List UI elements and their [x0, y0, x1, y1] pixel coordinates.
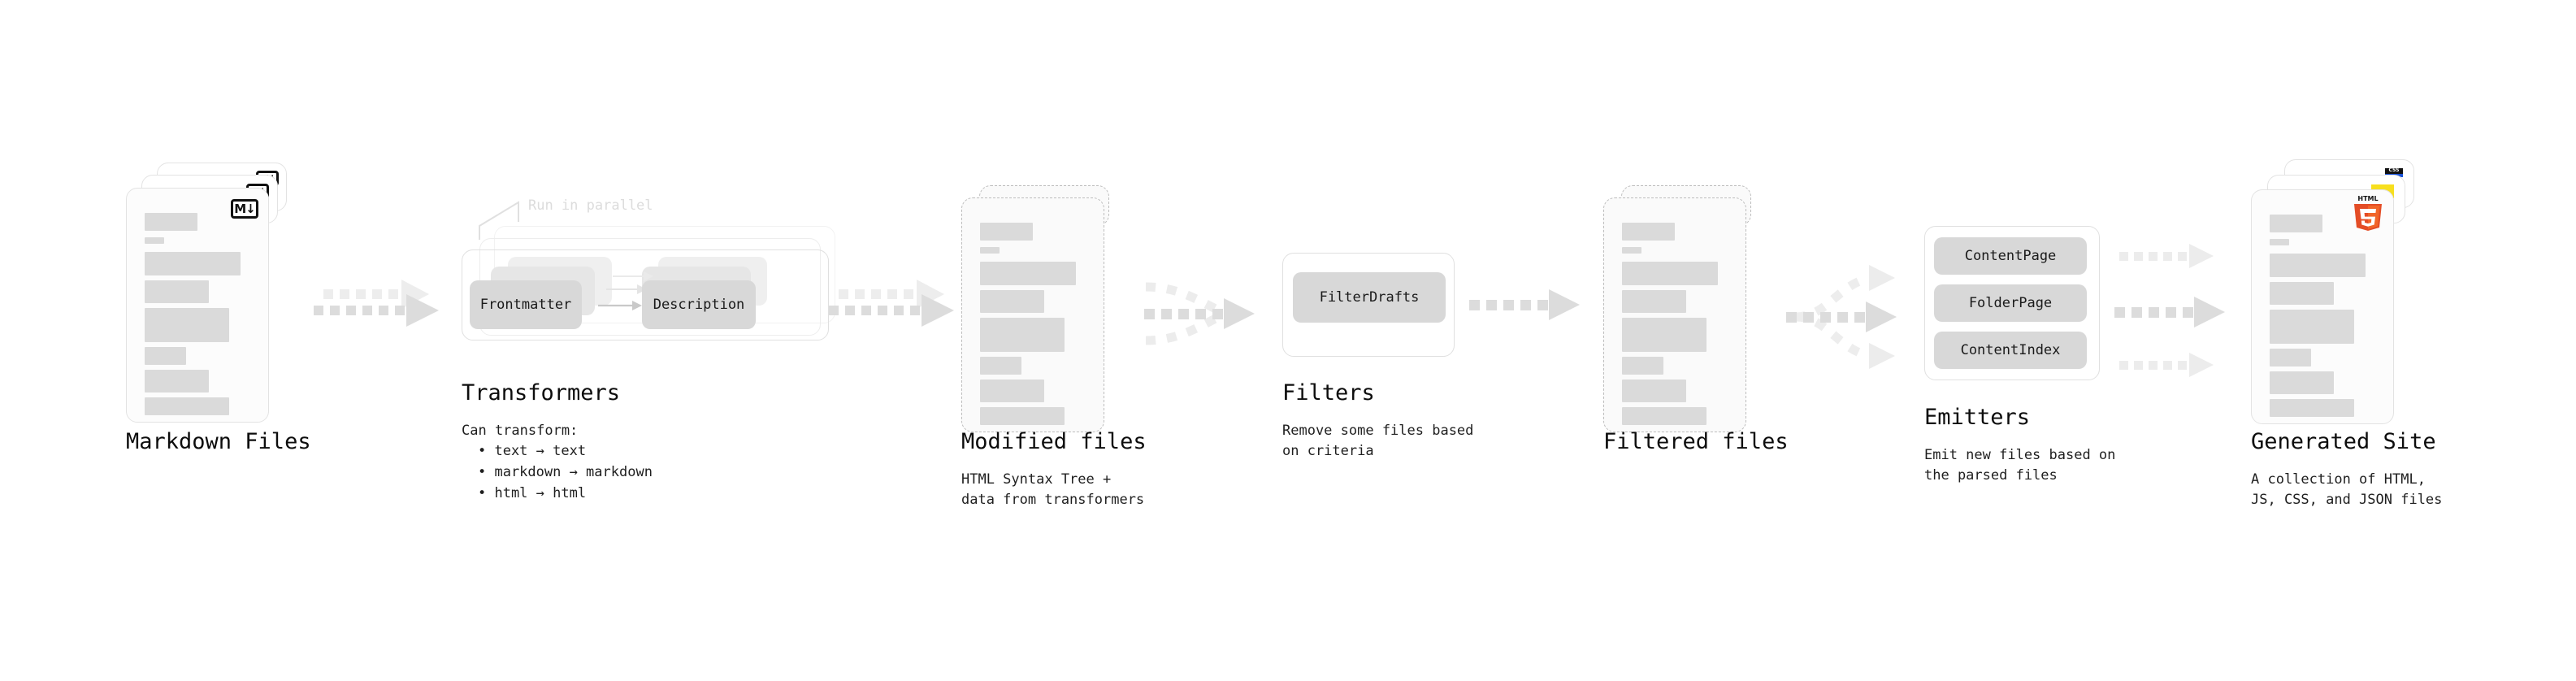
parallel-bracket	[478, 199, 535, 247]
stage-subtitle-emitters: Emit new files based on the parsed files	[1924, 447, 2116, 484]
stage-title-markdown-files: Markdown Files	[126, 429, 311, 454]
emitter-chip-folderpage[interactable]: FolderPage	[1934, 284, 2087, 322]
markdown-icon: M↓	[231, 199, 258, 219]
stage-title-transformers: Transformers	[462, 380, 621, 406]
flow-transformers-to-modified	[826, 276, 972, 349]
run-in-parallel-label: Run in parallel	[528, 197, 653, 214]
emitters-box	[1924, 226, 2100, 380]
flow-modified-to-filters	[1143, 272, 1273, 362]
transformer-inner-arrow-ghost	[613, 270, 657, 286]
markdown-file-sheet-front: M↓	[126, 188, 269, 423]
modified-file-sheet-front	[961, 197, 1104, 432]
css-icon: CSS	[2385, 168, 2403, 177]
generated-site-card-stack: CSS HTML	[2251, 159, 2438, 427]
modified-file-content	[962, 198, 1104, 432]
filtered-file-content	[1604, 198, 1746, 432]
flow-filtered-to-emitters	[1785, 244, 1939, 390]
transformers-bullet-markdown: • markdown → markdown	[478, 464, 653, 480]
stage-subtitle-filters: Remove some files based on criteria	[1282, 423, 1474, 459]
css-icon-label: CSS	[2385, 168, 2403, 174]
html5-icon: HTML	[2351, 193, 2385, 232]
filter-chip-filterdrafts[interactable]: FilterDrafts	[1293, 272, 1446, 323]
stage-title-filtered-files: Filtered files	[1603, 429, 1789, 454]
stage-subtitle-modified-files: HTML Syntax Tree + data from transformer…	[961, 471, 1145, 508]
flow-md-to-transformers	[310, 276, 457, 349]
stage-title-generated-site: Generated Site	[2251, 429, 2436, 454]
flow-filters-to-filtered	[1468, 288, 1598, 337]
transformers-bullet-text: • text → text	[478, 443, 587, 459]
stage-title-emitters: Emitters	[1924, 405, 2031, 430]
svg-text:HTML: HTML	[2357, 195, 2378, 202]
stage-title-filters: Filters	[1282, 380, 1375, 406]
filtered-files-card-stack	[1603, 185, 1778, 445]
transformer-chip-description[interactable]: Description	[642, 280, 756, 329]
transformers-box-front	[462, 249, 829, 340]
transformers-bullet-html: • html → html	[478, 485, 587, 501]
filters-box	[1282, 253, 1455, 357]
generated-file-sheet-html: HTML	[2251, 189, 2394, 424]
stage-title-modified-files: Modified files	[961, 429, 1147, 454]
emitter-chip-contentpage[interactable]: ContentPage	[1934, 237, 2087, 275]
stage-subtitle-generated-site: A collection of HTML, JS, CSS, and JSON …	[2251, 471, 2443, 508]
emitter-chip-contentindex[interactable]: ContentIndex	[1934, 332, 2087, 369]
generated-file-content	[2252, 190, 2393, 423]
modified-files-card-stack	[961, 185, 1136, 445]
transformer-inner-arrow	[598, 299, 645, 315]
transformer-chip-frontmatter[interactable]: Frontmatter	[470, 280, 582, 329]
flow-emitters-to-site	[2111, 241, 2266, 387]
filtered-file-sheet-front	[1603, 197, 1746, 432]
markdown-file-content	[127, 189, 268, 422]
markdown-files-card-stack: M↓ M↓ M↓	[126, 163, 301, 423]
stage-subtitle-transformers-heading: Can transform:	[462, 423, 579, 439]
